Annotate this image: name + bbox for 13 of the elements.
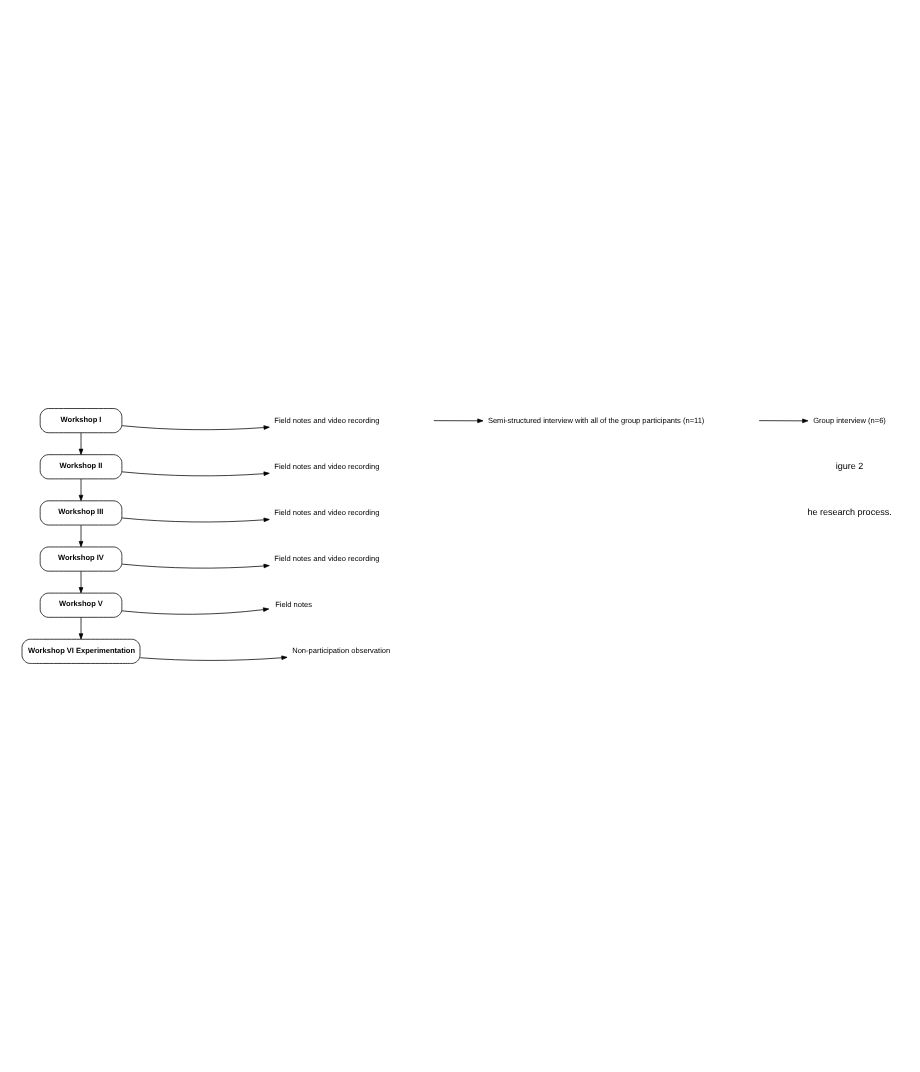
arrow <box>78 524 84 548</box>
arrow <box>139 655 288 661</box>
arrow <box>758 418 809 424</box>
arrow <box>121 471 270 477</box>
arrow <box>121 425 270 431</box>
arrow <box>78 478 84 501</box>
arrow <box>121 563 270 569</box>
arrow <box>121 517 270 523</box>
arrow <box>433 418 484 424</box>
arrow <box>78 617 84 640</box>
arrow <box>78 570 84 594</box>
arrow <box>78 432 84 455</box>
arrow <box>121 607 270 615</box>
